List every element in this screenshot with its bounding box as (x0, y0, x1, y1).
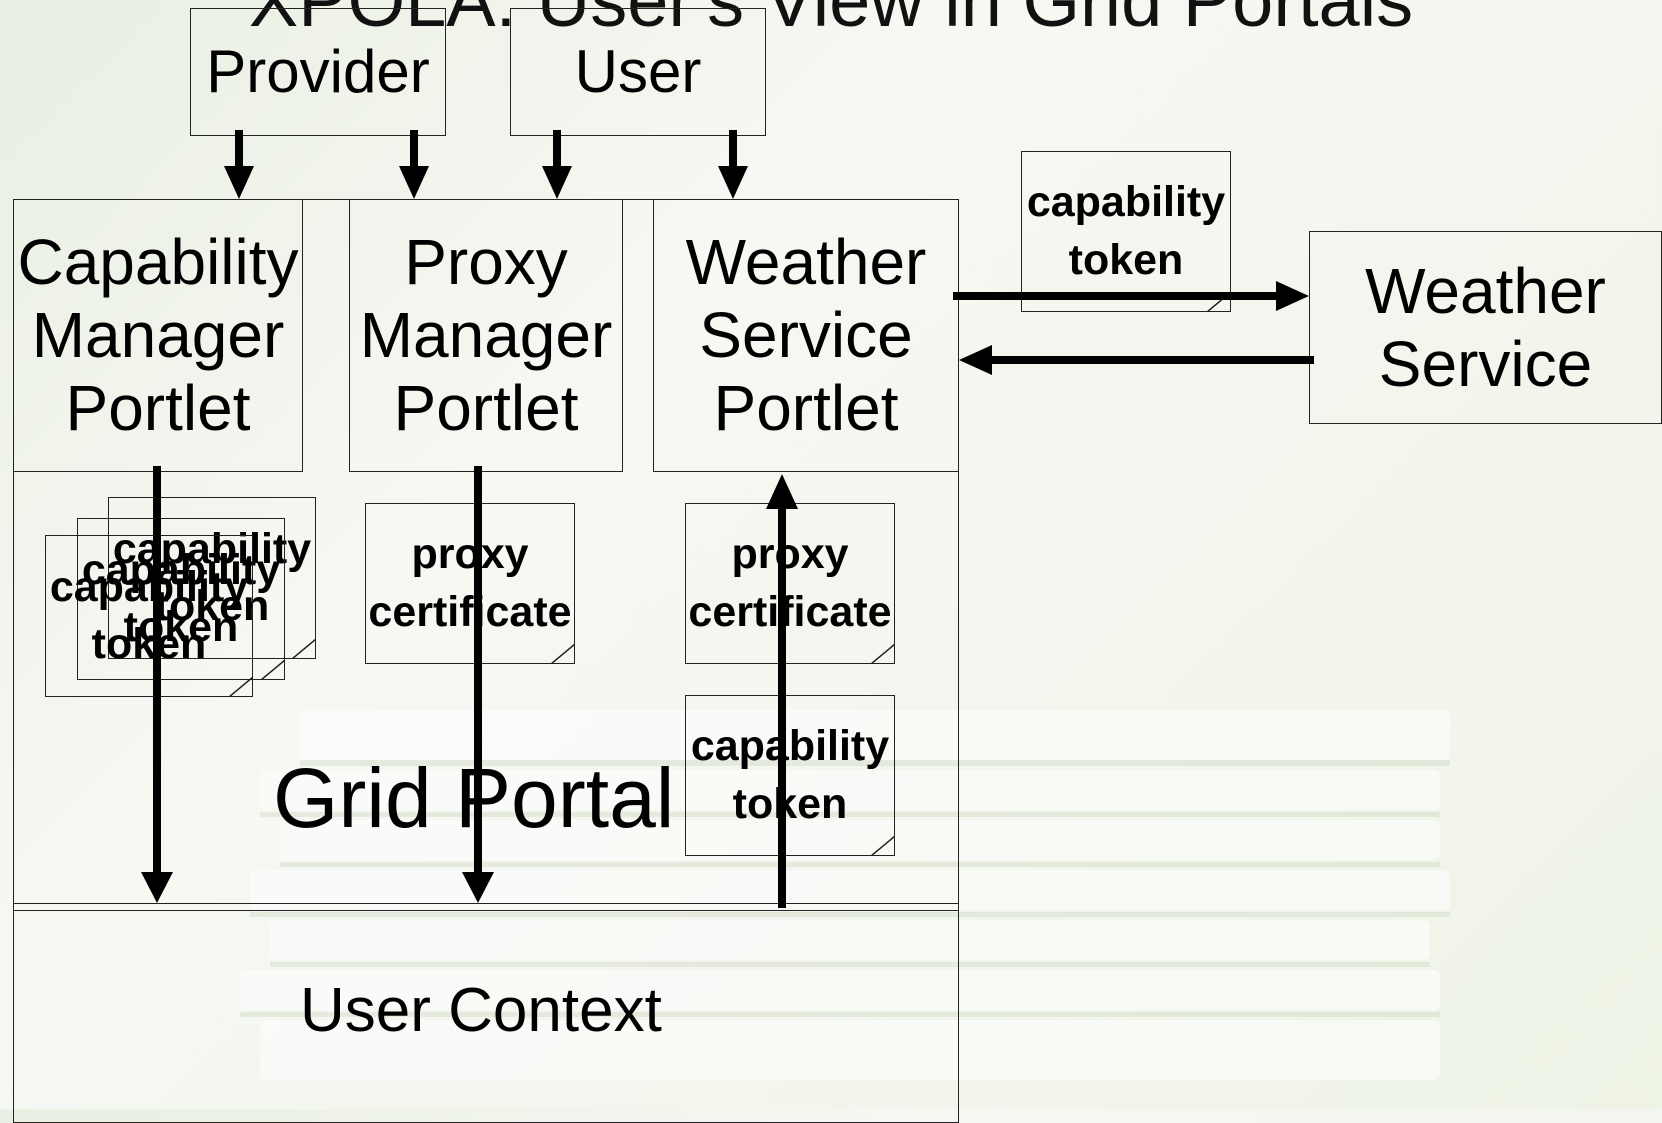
slide-title: XPOLA: User's View in Grid Portals (248, 0, 1414, 42)
capability-token-request-doc: capability token (1021, 151, 1231, 312)
weather-service-portlet: Weather Service Portlet (653, 199, 959, 472)
capability-manager-portlet-label: Capability Manager Portlet (17, 226, 299, 444)
provider-label: Provider (206, 38, 430, 105)
proxy-certificate-doc-1: proxy certificate (365, 503, 575, 664)
proxy-manager-portlet-label: Proxy Manager Portlet (359, 226, 613, 444)
provider-box: Provider (190, 8, 446, 136)
weather-service-box: Weather Service (1309, 231, 1662, 424)
capability-token-stack-middle-text: capability token (81, 545, 281, 651)
user-box: User (510, 8, 766, 136)
page-fold-icon (551, 644, 575, 664)
capability-token-stack-front-text: capability token (49, 562, 249, 668)
capability-token-weather-doc: capability token (685, 695, 895, 856)
grid-portal-label: Grid Portal (273, 751, 675, 845)
proxy-certificate-text-1: proxy certificate (368, 530, 572, 636)
page-fold-icon (871, 644, 895, 664)
page-fold-icon (871, 836, 895, 856)
capability-token-weather-text: capability token (690, 722, 890, 828)
capability-token-request-text: capability token (1026, 178, 1226, 284)
page-fold-icon (261, 660, 285, 680)
page-fold-icon (1207, 292, 1231, 312)
capability-token-stack-front: capability token (45, 535, 253, 697)
user-context-label: User Context (300, 976, 662, 1045)
capability-token-stack-middle: capability token (77, 518, 285, 680)
weather-service-label: Weather Service (1365, 254, 1606, 400)
page-fold-icon (229, 677, 253, 697)
weather-service-portlet-label: Weather Service Portlet (685, 226, 927, 444)
proxy-certificate-text-2: proxy certificate (688, 530, 892, 636)
proxy-manager-portlet: Proxy Manager Portlet (349, 199, 623, 472)
page-fold-icon (292, 639, 316, 659)
proxy-certificate-doc-2: proxy certificate (685, 503, 895, 664)
capability-token-stack-back: capability token (108, 497, 316, 659)
capability-manager-portlet: Capability Manager Portlet (13, 199, 303, 472)
capability-token-stack-back-text: capability token (112, 524, 312, 630)
user-label: User (574, 38, 702, 105)
